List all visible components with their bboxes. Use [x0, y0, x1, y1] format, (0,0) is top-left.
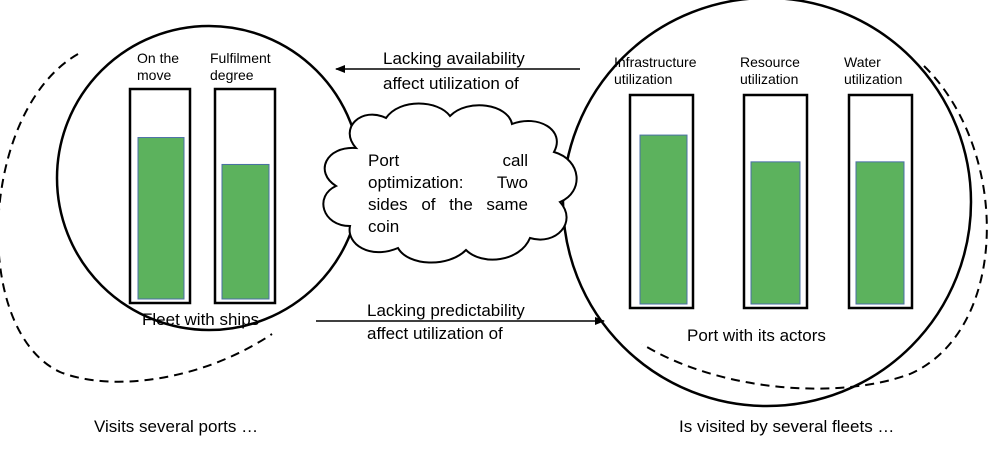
bottom-arrow-label-line2: affect utilization of	[367, 324, 503, 343]
port-circle	[561, 0, 973, 408]
gauge-fill-water-utilization	[855, 161, 905, 305]
cloud-text: Port call optimization: Two sides of the…	[368, 151, 528, 236]
fleet-title: Fleet with ships	[142, 310, 260, 329]
fleet-circle	[55, 24, 363, 332]
top-arrow-label-line2: affect utilization of	[383, 74, 519, 93]
gauge-frame-infrastructure-utilization	[628, 93, 695, 310]
label-water-utilization: Water utilization	[844, 54, 903, 87]
bottom-arrow-label-line1: Lacking predictability	[367, 301, 525, 320]
center-cloud	[322, 102, 578, 264]
gauge-frame-fulfilment-degree	[213, 87, 277, 305]
label-fulfilment-degree: Fulfilment degree	[210, 50, 271, 83]
port-cycle-dashed-arc	[641, 65, 988, 390]
gauge-frame-on-the-move	[128, 87, 192, 305]
fleet-cycle-caption: Visits several ports …	[94, 417, 259, 436]
port-cycle-caption: Is visited by several fleets …	[679, 417, 895, 436]
port-title: Port with its actors	[687, 326, 826, 345]
gauge-frame-water-utilization	[847, 93, 914, 310]
label-infrastructure-utilization: Infrastructure utilization	[614, 54, 697, 87]
fleet-cycle-dashed-arc	[0, 53, 273, 383]
top-arrow-label-line1: Lacking availability	[383, 49, 525, 68]
gauge-frame-resource-utilization	[742, 93, 809, 310]
gauge-fill-resource-utilization	[750, 161, 801, 305]
label-on-the-move: On the move	[137, 50, 180, 83]
gauge-fill-infrastructure-utilization	[639, 134, 688, 305]
gauge-fill-fulfilment-degree	[221, 163, 270, 300]
label-resource-utilization: Resource utilization	[740, 54, 800, 87]
gauge-fill-on-the-move	[137, 137, 185, 300]
